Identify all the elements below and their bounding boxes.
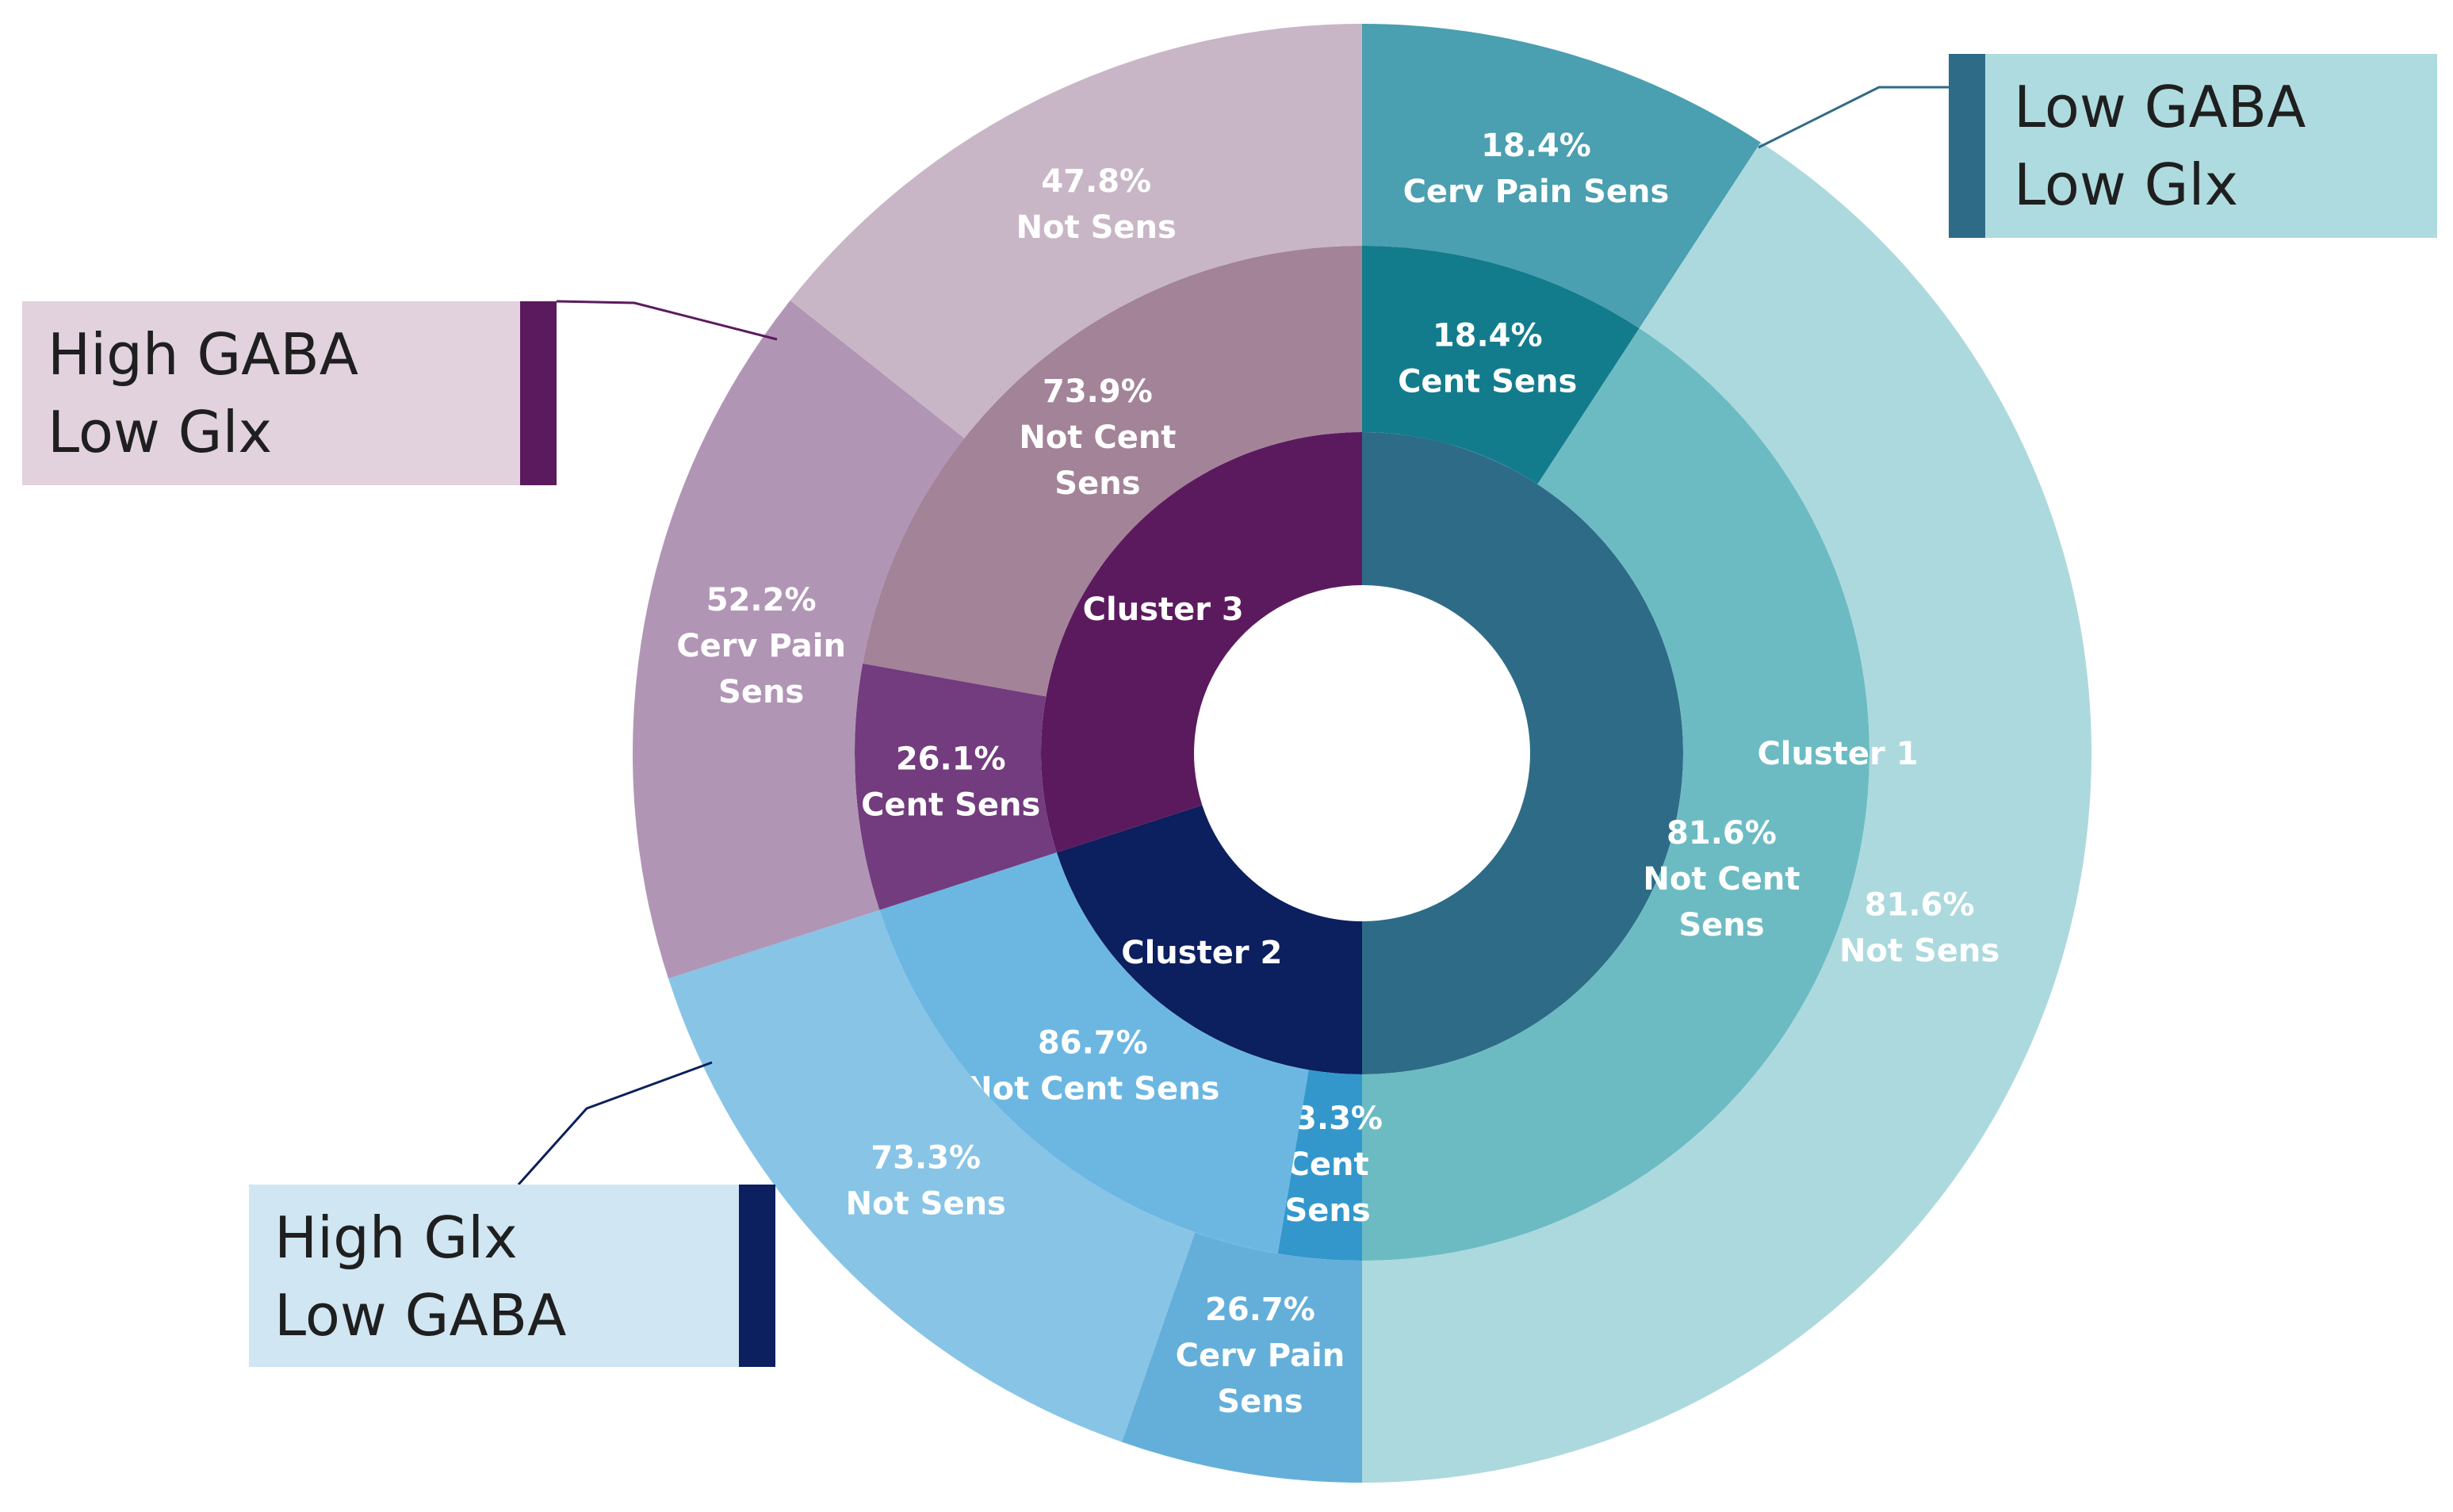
middle-label-c1-1-line: Cent Sens [1398,364,1577,400]
outer-label-c2-1-line: Sens [1217,1384,1303,1420]
outer-slice-c2-2 [668,909,1196,1442]
middle-label-c2-2: 86.7% Not Cent Sens [966,1025,1219,1108]
outer-label-c3-2: 47.8% Not Sens [1016,163,1177,246]
cluster-slice-2 [1056,805,1362,1074]
outer-label-c2-2-line: Not Sens [846,1186,1006,1223]
outer-label-c3-2-line: Not Sens [1016,209,1177,246]
group-label-line: Low Glx [2014,151,2238,218]
connector-line-3 [556,300,778,341]
connector-line-1 [1758,86,1949,149]
group-label-line: High Glx [274,1204,518,1271]
outer-label-c1-1: 18.4% Cerv Pain Sens [1403,128,1670,210]
middle-label-c1-2-line: Sens [1678,907,1764,944]
middle-label-c2-2-line: Not Cent Sens [966,1071,1219,1108]
group-label-accent-bar-1 [1949,54,1985,238]
outer-label-c3-1-line: Cerv Pain [676,628,846,664]
middle-label-c3-2-line: Not Cent [1019,419,1176,456]
middle-slice-c1-2 [1362,327,1869,1261]
middle-label-c3-2-line: 73.9% [1043,373,1153,410]
middle-label-c1-2-line: 81.6% [1667,815,1777,852]
outer-label-c1-1-line: Cerv Pain Sens [1403,174,1670,210]
outer-label-c1-2: 81.6% Not Sens [1839,886,2000,969]
group-label-text-3: High GABA Low Glx [48,321,358,465]
group-label-line: Low GABA [274,1282,566,1349]
middle-label-c2-1-line: Cent [1287,1146,1369,1183]
group-label-line: Low Glx [48,399,272,465]
group-label-box-1 [1949,54,2437,238]
outer-label-c2-2-line: 73.3% [871,1140,981,1177]
middle-label-c1-2-line: Not Cent [1643,861,1800,898]
middle-label-c2-1-line: Sens [1284,1192,1370,1229]
outer-label-c2-1-line: Cerv Pain [1176,1338,1345,1374]
outer-label-c3-1-line: Sens [718,674,804,710]
middle-label-c3-2-line: Sens [1054,465,1140,502]
outer-label-c2-1-line: 26.7% [1205,1292,1315,1328]
middle-label-c2-2-line: 86.7% [1038,1025,1148,1062]
group-label-text-1: Low GABA Low Glx [2014,74,2306,218]
cluster-slice-1 [1362,432,1683,1074]
cluster-slice-3 [1041,432,1362,853]
middle-label-c3-1-line: Cent Sens [861,787,1040,823]
group-connectors [517,86,1949,1186]
outer-slice-c1-2 [1362,142,2091,1483]
middle-label-c3-1-line: 26.1% [896,741,1006,777]
group-label-accent-bar-3 [520,301,557,485]
middle-slice-c1-1 [1362,246,1640,484]
middle-slice-c3-2 [863,246,1362,697]
outer-label-c3-2-line: 47.8% [1041,163,1151,200]
outer-slice-c2-1 [1122,1232,1362,1483]
outer-slice-c3-1 [632,300,965,979]
middle-label-c3-1: 26.1% Cent Sens [861,741,1040,823]
outer-label-c1-2-line: 81.6% [1865,886,1975,923]
cluster-label-2: Cluster 2 [1121,935,1282,971]
middle-label-c1-1: 18.4% Cent Sens [1398,318,1577,400]
outer-slice-c1-1 [1362,24,1761,328]
outer-label-c3-1-line: 52.2% [706,582,817,618]
middle-slice-c2-2 [879,852,1309,1254]
middle-label-c1-1-line: 18.4% [1433,318,1543,354]
group-label-accent-bar-2 [739,1185,775,1367]
connector-line-2 [517,1061,713,1186]
cluster-label-1: Cluster 1 [1757,736,1918,772]
outer-slice-c3-2 [790,24,1362,438]
outer-label-c1-2-line: Not Sens [1839,932,2000,969]
group-label-box-3 [22,301,557,485]
outer-label-c1-1-line: 18.4% [1481,128,1591,164]
group-label-line: Low GABA [2014,74,2306,140]
group-label-line: High GABA [48,321,358,388]
outer-label-c2-2: 73.3% Not Sens [846,1140,1006,1223]
middle-slice-c2-1 [1277,1070,1362,1261]
cluster-label-3: Cluster 3 [1083,591,1244,628]
group-label-box-2 [249,1185,775,1367]
middle-slice-c3-1 [855,663,1057,910]
